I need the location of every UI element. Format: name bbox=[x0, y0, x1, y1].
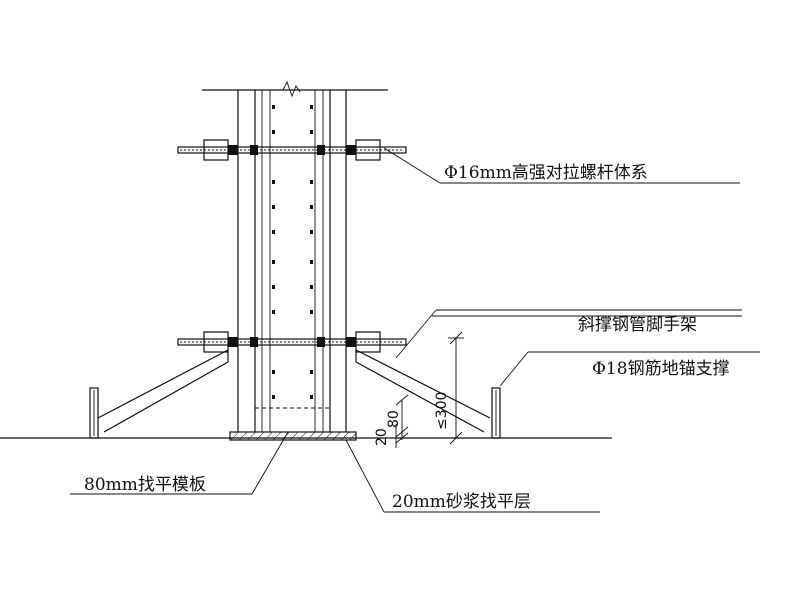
formwork-height-text: 80 bbox=[386, 410, 402, 428]
left-ground-anchor bbox=[89, 387, 99, 439]
ground-anchor-label: Φ18钢筋地锚支撑 bbox=[592, 359, 730, 379]
diagonal-brace-leader: 斜撑钢管脚手架 bbox=[395, 309, 742, 359]
mortar-height-dimension: 20 bbox=[374, 424, 397, 448]
ground-anchor-leader: Φ18钢筋地锚支撑 bbox=[499, 351, 760, 387]
upper-tie-rod bbox=[177, 139, 407, 161]
mortar-height-text: 20 bbox=[374, 428, 390, 446]
leveling-formwork-label: 80mm找平模板 bbox=[84, 475, 206, 495]
mortar-leveling-block bbox=[229, 431, 357, 441]
diagonal-brace-label: 斜撑钢管脚手架 bbox=[578, 315, 697, 335]
lower-tie-rod bbox=[177, 331, 407, 353]
right-ground-anchor bbox=[491, 387, 501, 439]
mortar-layer-leader: 20mm砂浆找平层 bbox=[345, 439, 600, 513]
tie-rod-leader: Φ16mm高强对拉螺杆体系 bbox=[383, 147, 740, 184]
column-formwork bbox=[237, 80, 347, 432]
formwork-height-dimension: 80 bbox=[386, 394, 409, 444]
tie-rod-system-label: Φ16mm高强对拉螺杆体系 bbox=[444, 163, 648, 183]
right-diagonal-brace bbox=[355, 349, 491, 433]
brace-height-dimension: ≤300 bbox=[434, 331, 464, 445]
leveling-formwork-leader: 80mm找平模板 bbox=[70, 431, 289, 495]
left-diagonal-brace bbox=[97, 349, 229, 433]
mortar-layer-label: 20mm砂浆找平层 bbox=[392, 492, 531, 512]
board-nail-dots bbox=[272, 105, 313, 399]
brace-height-text: ≤300 bbox=[434, 392, 450, 430]
